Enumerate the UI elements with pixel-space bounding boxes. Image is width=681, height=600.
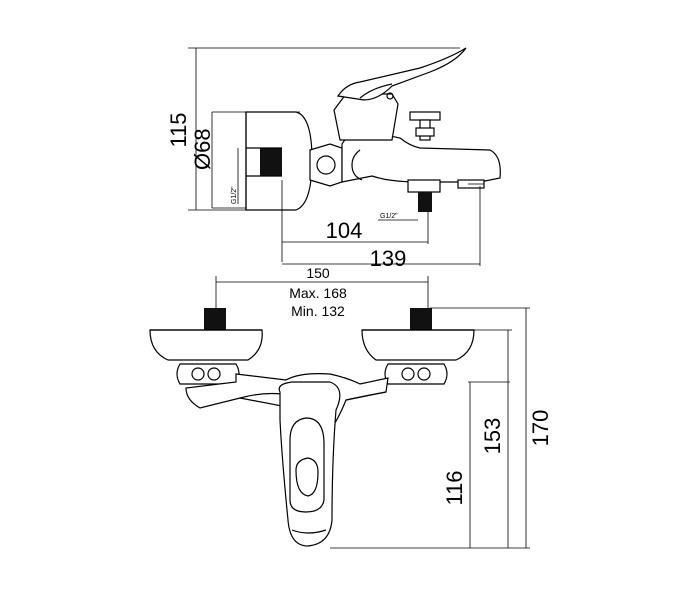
right-eccentric-circle [401,367,415,381]
dim-104-label: 104 [326,218,363,243]
right-flange [361,329,475,361]
eccentric-nut [309,143,343,187]
nut-circle [316,155,336,175]
right-inlet-thread [410,308,432,336]
cartridge-housing [333,93,399,141]
diverter-knob-top [409,111,441,121]
dim-115-label: 115 [166,112,191,147]
lever-detail [359,83,393,99]
max-label: Max. 168 [289,285,347,301]
shower-outlet-thread [418,192,432,212]
thread-left-label: G1/2" [231,186,238,204]
left-eccentric-circle [191,367,205,381]
min-label: Min. 132 [291,303,345,319]
left-flange [149,329,263,361]
dim-116-label: 116 [442,470,467,505]
diameter-symbol: Ø [190,153,215,170]
lever-pin [386,92,394,100]
arm-left-detail [239,392,283,399]
left-thread-connector [260,148,282,176]
right-eccentric [384,363,448,385]
thread-right-label: G1/2" [380,213,398,220]
side-view: 115 Ø68 G1/2" [166,47,501,271]
lever-bottom-detail [291,529,327,534]
body-curve [351,149,363,181]
dim-68-label: Ø68 [190,128,215,170]
diverter-collar [415,127,435,137]
right-eccentric-circle-2 [417,367,431,381]
lever-window [289,417,325,513]
dim-68-value: 68 [190,128,215,152]
front-view: 150 Max. 168 Min. 132 116 [149,265,553,549]
dim-153-label: 153 [480,418,505,455]
dim-170-label: 170 [528,410,553,447]
shower-outlet-nut [407,179,441,193]
lever-inner [295,457,319,497]
dim-150-label: 150 [306,265,330,281]
left-eccentric-circle-2 [207,367,221,381]
dim-139-label: 139 [370,246,407,271]
lever-handle [336,47,467,101]
left-inlet-thread [204,308,226,336]
lever-front [278,381,341,547]
arm-right-detail [345,391,387,401]
